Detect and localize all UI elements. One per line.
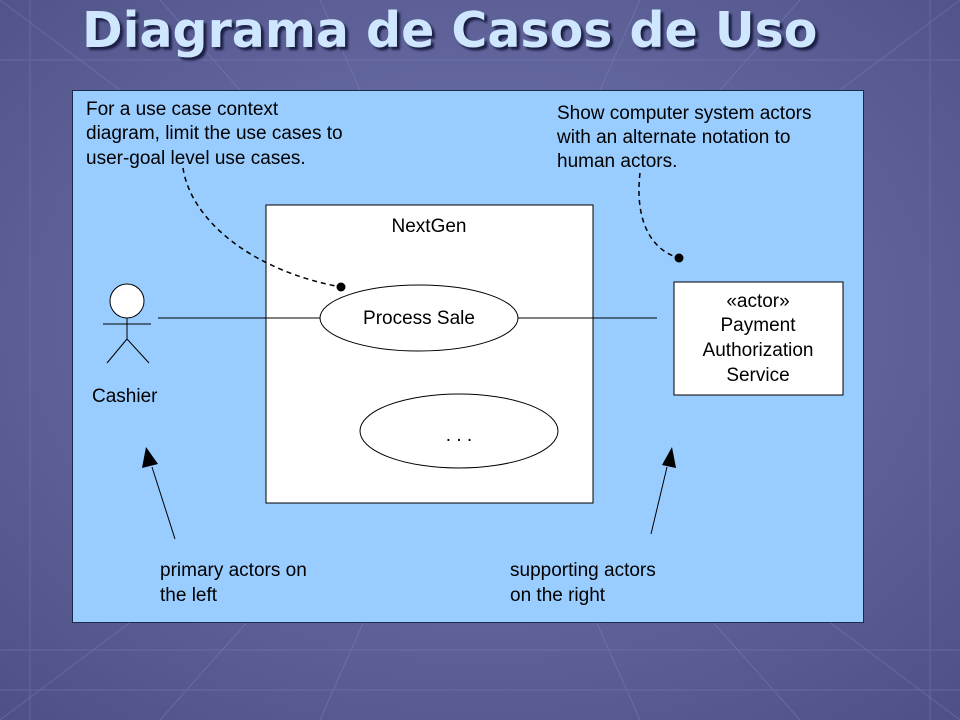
use-case-more-label: . . .: [446, 425, 472, 446]
note-connector-right: [638, 172, 684, 263]
note-top-left-line-3: user-goal level use cases.: [86, 148, 306, 169]
cashier-label: Cashier: [92, 386, 158, 407]
note-top-left-line-2: diagram, limit the use cases to: [86, 123, 343, 144]
arrow-supporting-actor-line: [650, 466, 668, 535]
note-top-right-line-2: with an alternate notation to: [556, 127, 790, 148]
note-connector-left: [182, 167, 346, 292]
arrow-primary-actor-head: [142, 447, 158, 468]
note-top-right-line-3: human actors.: [557, 151, 677, 172]
use-case-process-sale-label: Process Sale: [363, 308, 475, 329]
note-bottom-left-line-2: the left: [160, 585, 218, 606]
cashier-actor-figure: [103, 283, 151, 364]
payment-service-line-3: Service: [726, 365, 789, 386]
use-case-diagram: NextGen Process Sale . . . Cashier «acto…: [86, 99, 844, 606]
payment-service-line-2: Authorization: [703, 340, 814, 361]
note-bottom-left-line-1: primary actors on: [160, 560, 307, 581]
actor-stereotype: «actor»: [726, 291, 789, 312]
slide-title: Diagrama de Casos de Uso: [82, 2, 818, 59]
use-case-more: [359, 393, 559, 469]
note-bottom-right-line-1: supporting actors: [510, 560, 656, 581]
note-bottom-right-line-2: on the right: [510, 585, 606, 606]
payment-service-line-1: Payment: [721, 315, 797, 336]
payment-service-actor-box: [673, 281, 844, 396]
note-top-left-line-1: For a use case context: [86, 99, 279, 120]
arrow-primary-actor-line: [151, 466, 176, 540]
diagram-panel: NextGen Process Sale . . . Cashier «acto…: [72, 90, 864, 623]
arrow-supporting-actor-head: [662, 447, 676, 468]
system-name: NextGen: [392, 216, 467, 237]
note-top-right-line-1: Show computer system actors: [557, 103, 811, 124]
